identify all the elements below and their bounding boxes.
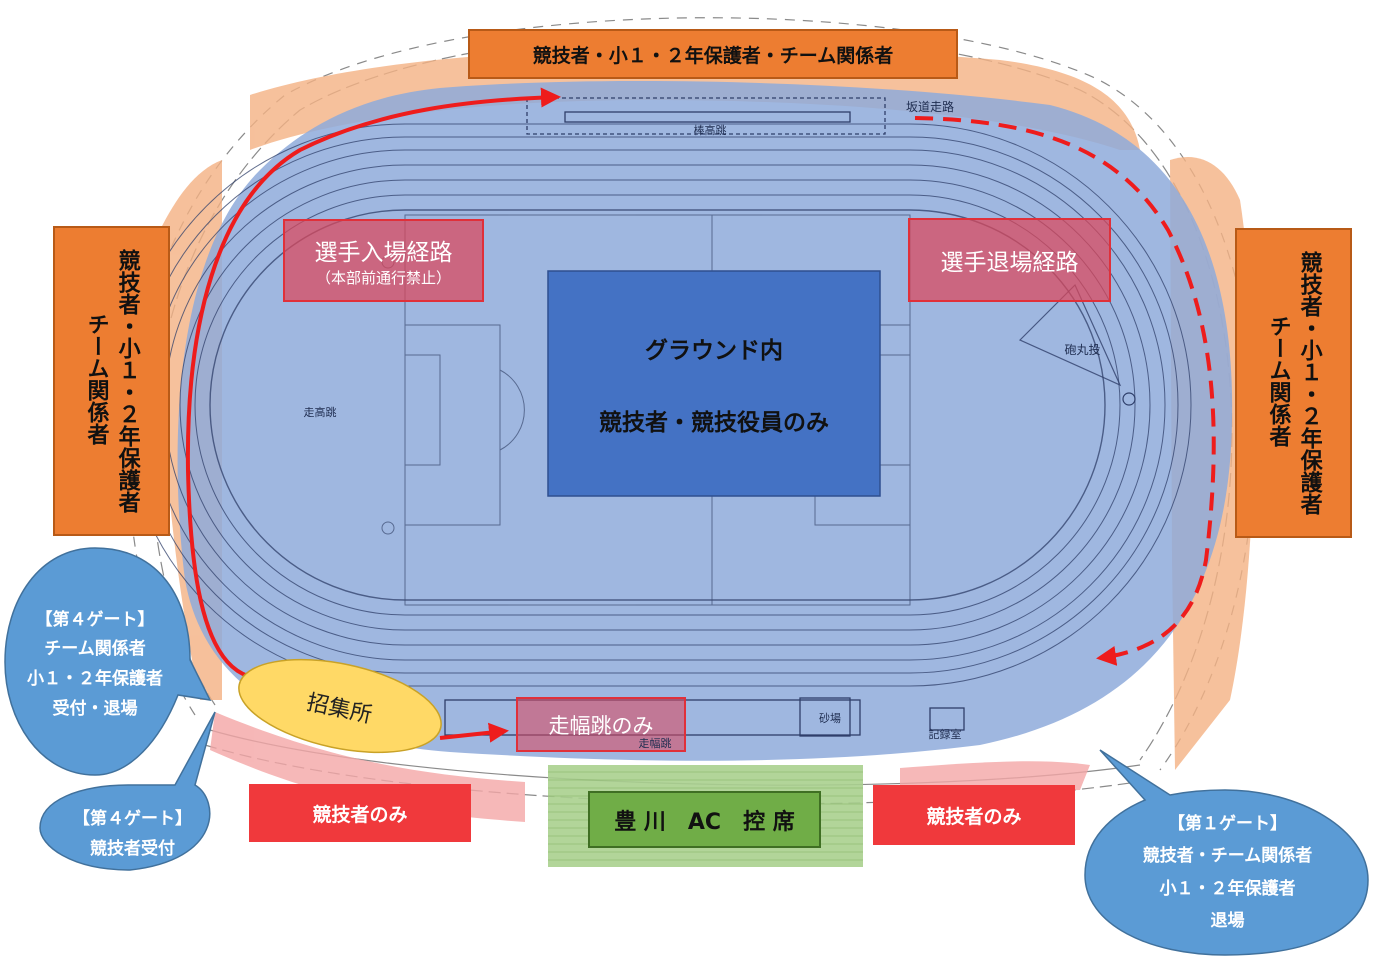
assembly-text: 招集所 — [304, 689, 375, 729]
shot-put-sector — [1018, 283, 1122, 387]
record-room-label: 記録室 — [928, 728, 962, 741]
pole-vault-label: 棒高跳 — [693, 124, 727, 137]
gate4-main-bubble: 【第４ゲート】 チーム関係者 小１・２年保護者 受付・退場 — [0, 580, 190, 750]
gate4-athletes-line1: 【第４ゲート】 — [73, 809, 192, 830]
shot-put-label: 砲丸投 — [1064, 342, 1101, 357]
ground-line2: 競技者・競技役員のみ — [599, 409, 829, 436]
athletes-only-right-text: 競技者のみ — [926, 805, 1022, 828]
team-seat-box: 豊 川 AC 控 席 — [588, 791, 821, 848]
shot-put-circle — [1122, 392, 1136, 406]
left-banner: 競技者・小１・２年保護者 チーム関係者 — [53, 226, 170, 536]
right-banner-col1: 競技者・小１・２年保護者 — [1296, 251, 1322, 515]
gate1-line4: 退場 — [1210, 910, 1245, 931]
slope-run-label: 坂道走路 — [905, 99, 954, 114]
gate4-main-line4: 受付・退場 — [52, 698, 138, 719]
right-banner: 競技者・小１・２年保護者 チーム関係者 — [1235, 228, 1352, 538]
entry-route-arrow — [185, 87, 561, 678]
team-seat-text: 豊 川 AC 控 席 — [614, 809, 795, 835]
pole-vault-runway — [526, 97, 886, 135]
high-jump-label: 走高跳 — [303, 406, 337, 419]
exit-route-box: 選手退場経路 — [908, 218, 1111, 302]
exit-route-arrow — [914, 116, 1216, 666]
left-banner-col2: チーム関係者 — [83, 313, 109, 445]
long-jump-small-label: 走幅跳 — [638, 737, 672, 750]
athletes-only-left: 競技者のみ — [249, 784, 471, 842]
gate4-main-line3: 小１・２年保護者 — [27, 669, 163, 689]
top-banner-text: 競技者・小１・２年保護者・チーム関係者 — [532, 44, 894, 67]
left-banner-col1: 競技者・小１・２年保護者 — [114, 249, 140, 513]
sand-pit-label: 砂場 — [819, 712, 841, 725]
gate4-main-line2: チーム関係者 — [44, 639, 146, 660]
gate1-bubble: 【第１ゲート】 競技者・チーム関係者 小１・２年保護者 退場 — [1095, 790, 1360, 955]
gate4-athletes-line2: 競技者受付 — [90, 839, 175, 859]
entry-route-title: 選手入場経路 — [314, 240, 453, 266]
gate1-line1: 【第１ゲート】 — [1168, 813, 1287, 834]
ground-line1: グラウンド内 — [645, 337, 783, 364]
gate4-main-line1: 【第４ゲート】 — [35, 609, 155, 630]
gate1-line3: 小１・２年保護者 — [1159, 878, 1296, 899]
assembly-ellipse — [238, 658, 442, 754]
athletes-only-left-text: 競技者のみ — [312, 803, 408, 826]
long-jump-box: 走幅跳のみ — [516, 697, 686, 752]
right-banner-col2: チーム関係者 — [1265, 315, 1291, 447]
athletes-only-right: 競技者のみ — [873, 785, 1075, 845]
ground-box — [547, 270, 881, 497]
gate-bubbles — [4, 547, 1369, 956]
exit-route-title: 選手退場経路 — [940, 250, 1079, 276]
top-banner: 競技者・小１・２年保護者・チーム関係者 — [468, 29, 958, 79]
long-jump-label: 走幅跳のみ — [548, 713, 654, 738]
gate1-line2: 競技者・チーム関係者 — [1142, 846, 1313, 867]
long-jump-arrow — [439, 722, 509, 743]
gate4-athletes-bubble: 【第４ゲート】 競技者受付 — [40, 800, 225, 870]
entry-route-note: （本部前通行禁止） — [315, 269, 451, 287]
ground-label: グラウンド内 競技者・競技役員のみ — [548, 271, 880, 496]
entry-route-box: 選手入場経路 （本部前通行禁止） — [283, 219, 484, 302]
